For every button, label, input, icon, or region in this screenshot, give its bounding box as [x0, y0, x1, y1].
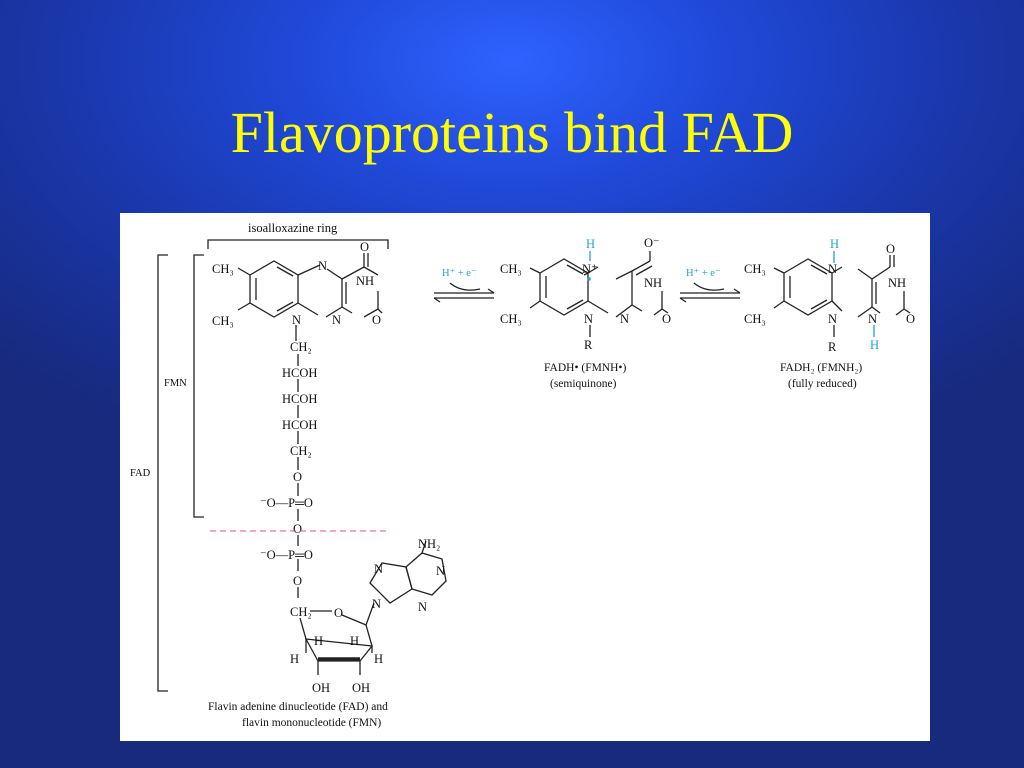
isoalloxazine-bracket: [207, 239, 389, 249]
ch2-label: CH₂: [290, 340, 312, 354]
nh2-label: NH₂: [418, 537, 440, 551]
reduced-h1-label: H: [870, 338, 879, 352]
phosphate-label: ⁻O—P═O: [260, 548, 313, 562]
fad-bracket: [157, 254, 168, 692]
slide-title: Flavoproteins bind FAD: [230, 100, 794, 165]
reduced-n10-label: N: [828, 312, 837, 326]
reduced-caption-line2: (fully reduced): [788, 378, 857, 390]
reduced-caption-line1: FADH₂ (FMNH₂): [780, 362, 862, 374]
reduced-n3h-label: NH: [888, 276, 906, 290]
radical-dot: [587, 277, 591, 281]
o-label: O: [293, 574, 302, 588]
methyl-label: CH₃: [744, 262, 766, 276]
reduced-o4-label: O: [886, 242, 895, 256]
oxidized-flavin-ring: [237, 253, 383, 341]
h-label: H: [314, 634, 323, 648]
hcoh-label: HCOH: [282, 366, 317, 380]
semiquinone-ring: [529, 251, 669, 337]
fmn-bracket: [193, 254, 204, 518]
ch2-label: CH₂: [290, 444, 312, 458]
ribose-o-label: O: [334, 606, 343, 620]
methyl-label: CH₃: [744, 312, 766, 326]
n3h-label: NH: [356, 274, 374, 288]
semi-o2-label: O: [662, 312, 671, 326]
fad-caption-line1: Flavin adenine dinucleotide (FAD) and: [208, 701, 388, 713]
semi-r-label: R: [584, 338, 593, 352]
methyl-label: CH₃: [212, 314, 234, 328]
equilibrium-arrow-1: H⁺ + e⁻: [433, 268, 495, 303]
fad-bracket-label: FAD: [130, 468, 151, 479]
reduced-n5-label: N: [828, 262, 837, 276]
hcoh-label: HCOH: [282, 392, 317, 406]
adenine-n9-label: N: [372, 597, 381, 611]
o4-label: O: [360, 240, 369, 254]
n1-label: N: [332, 313, 341, 327]
methyl-label: CH₃: [500, 262, 522, 276]
semi-n1-label: N: [620, 312, 629, 326]
methyl-label: CH₃: [500, 312, 522, 326]
semi-h-label: H: [586, 237, 595, 251]
n10-label: N: [292, 313, 301, 327]
semi-o4-label: O⁻: [644, 236, 660, 250]
semiquinone-caption-line2: (semiquinone): [550, 378, 617, 390]
reagent-label: H⁺ + e⁻: [442, 268, 477, 279]
fad-structure-diagram: isoalloxazine ring FAD FMN CH₃ CH₃ N: [130, 221, 915, 729]
hcoh-label: HCOH: [282, 418, 317, 432]
adenosine-group: [299, 540, 447, 675]
figure-panel: isoalloxazine ring FAD FMN CH₃ CH₃ N: [120, 213, 930, 741]
o-label: O: [293, 522, 302, 536]
semiquinone-caption-line1: FADH• (FMNH•): [544, 362, 626, 374]
n5-label: N: [318, 259, 327, 273]
reduced-o2-label: O: [906, 312, 915, 326]
ch2-label: CH₂: [290, 605, 312, 619]
reduced-h5-label: H: [830, 237, 839, 251]
h-label: H: [290, 652, 299, 666]
oh-label: OH: [352, 681, 370, 695]
reduced-flavin-ring: [773, 251, 911, 337]
phosphate-label: ⁻O—P═O: [260, 496, 313, 510]
o-label: O: [293, 470, 302, 484]
fmn-bracket-label: FMN: [164, 378, 187, 389]
o2-label: O: [372, 313, 381, 327]
h-label: H: [350, 634, 359, 648]
adenine-n-label: N: [436, 564, 445, 578]
adenine-n-label: N: [418, 600, 427, 614]
isoalloxazine-label: isoalloxazine ring: [248, 221, 338, 235]
reduced-n1-label: N: [868, 312, 877, 326]
methyl-label: CH₃: [212, 262, 234, 276]
adenine-n-label: N: [374, 562, 383, 576]
h-label: H: [374, 652, 383, 666]
reduced-r-label: R: [828, 340, 837, 354]
equilibrium-arrow-2: H⁺ + e⁻: [679, 268, 741, 303]
semi-n3h-label: NH: [644, 276, 662, 290]
fad-caption-line2: flavin mononucleotide (FMN): [242, 717, 381, 729]
oh-label: OH: [312, 681, 330, 695]
reagent-label: H⁺ + e⁻: [686, 268, 721, 279]
semi-n10-label: N: [584, 312, 593, 326]
semi-n5-label: N⁺: [582, 262, 598, 276]
